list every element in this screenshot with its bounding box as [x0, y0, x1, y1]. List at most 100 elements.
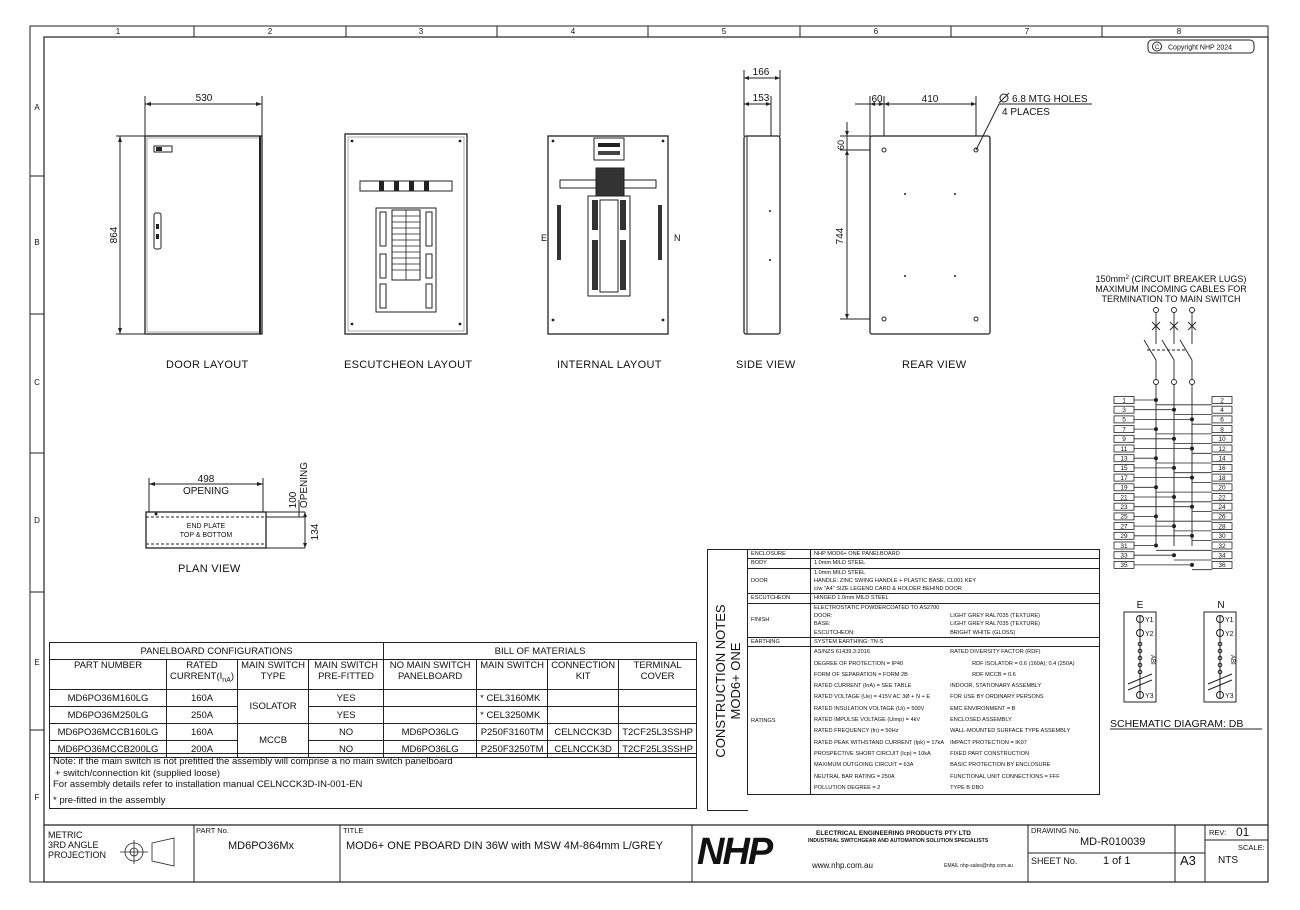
way-label-left: 21 [1120, 494, 1128, 501]
way-label-right: 18 [1218, 475, 1226, 482]
note-line-4: * pre-fitted in the assembly [53, 795, 166, 806]
scale-value: NTS [1218, 855, 1238, 866]
side-view-label: SIDE VIEW [736, 359, 796, 371]
rating-item: RDF MCCB = 0.6 [972, 671, 1016, 678]
plan-depth-dim: 100 [288, 491, 299, 508]
sheet-size: A3 [1180, 853, 1196, 868]
way-box [1211, 541, 1233, 550]
plan-view-label: PLAN VIEW [178, 563, 241, 575]
door-width-dim: 530 [196, 93, 213, 104]
way-box [1211, 463, 1233, 472]
way-label-right: 12 [1218, 446, 1226, 453]
mtg-holes-label: 6.8 MTG HOLES [1012, 94, 1088, 105]
way-box [1211, 522, 1233, 530]
rating-item: POLLUTION DEGREE = 2 [814, 784, 881, 791]
company-name: ELECTRICAL ENGINEERING PRODUCTS PTY LTD [816, 830, 971, 837]
rating-item: RATED VOLTAGE (Ue) = 415V AC 3Ø + N + E [814, 694, 931, 701]
way-box [1211, 483, 1233, 492]
cable-note-line-2: MAXIMUM INCOMING CABLES FOR [1095, 284, 1247, 294]
way-label-left: 15 [1120, 465, 1128, 472]
inner-border [43, 36, 1269, 883]
panelboard-config-table: PANELBOARD CONFIGURATIONS BILL OF MATERI… [48, 642, 697, 758]
way-label-right: 2 [1220, 397, 1224, 404]
rating-item: NEUTRAL BAR RATING = 250A [814, 773, 895, 780]
bom-group-header: BILL OF MATERIALS [383, 642, 697, 660]
way-label-right: 36 [1218, 562, 1226, 569]
plan-depth-opening-label: OPENING [299, 462, 310, 508]
rating-item: MAXIMUM OUTGOING CIRCUIT = 63A [814, 762, 914, 769]
note-line-1: Note: if the main switch is not prefitte… [53, 756, 453, 767]
way-box [1211, 531, 1233, 540]
notes-box [49, 753, 697, 809]
row-label-a: A [34, 103, 40, 112]
way-box [1211, 425, 1233, 434]
row-label-d: D [34, 516, 40, 525]
col-label-4: 4 [571, 27, 576, 36]
cable-note-line-3: TERMINATION TO MAIN SWITCH [1102, 294, 1241, 304]
rating-item: EMC ENVIRONMENT = B [950, 705, 1016, 712]
way-label-left: 31 [1120, 543, 1128, 550]
way-box [1211, 444, 1233, 453]
diameter-symbol-icon [999, 93, 1009, 103]
drawing-no-value: MD-R010039 [1080, 836, 1146, 848]
company-tagline: INDUSTRIAL SWITCHGEAR AND AUTOMATION SOL… [808, 838, 989, 844]
col-label-7: 7 [1025, 27, 1030, 36]
col-label-2: 2 [268, 27, 273, 36]
title-label: TITLE [343, 826, 364, 835]
note-line-3: For assembly details refer to installati… [53, 779, 363, 790]
rear-top-dim: 60 [836, 140, 846, 150]
note-line-2: + switch/connection kit (supplied loose) [55, 768, 221, 779]
construction-title-box: CONSTRUCTION NOTES MOD6+ ONE [707, 549, 748, 811]
column-grid [30, 26, 1103, 731]
way-label-right: 20 [1218, 485, 1226, 492]
side-outer-dim: 166 [753, 67, 770, 78]
rating-item: BASIC PROTECTION BY ENCLOSURE [950, 762, 1051, 769]
ratings-right: RATED DIVERSITY FACTOR (RDF)RDF ISOLATOR… [947, 646, 1101, 796]
rating-item: FIXED PART CONSTRUCTION [950, 750, 1030, 757]
way-box [1211, 405, 1233, 414]
copyright-text: Copyright NHP 2024 [1168, 45, 1232, 52]
way-label-right: 34 [1218, 553, 1226, 560]
way-box [1211, 493, 1233, 501]
way-label-left: 29 [1120, 533, 1128, 540]
website-link[interactable]: www.nhp.com.au [812, 861, 873, 870]
copyright-symbol-icon [1152, 41, 1162, 52]
way-box [1211, 551, 1233, 560]
col-label-1: 1 [116, 27, 121, 36]
way-label-right: 26 [1218, 514, 1226, 521]
plan-width-dim: 498 [198, 474, 215, 485]
internal-earth-label: E [541, 233, 547, 243]
svg-text:ABI: ABI [1229, 655, 1235, 665]
rating-item: RATED INSULATION VOLTAGE (Ui) = 500V [814, 705, 925, 712]
door-height-dim: 864 [109, 226, 120, 243]
way-box [1211, 434, 1233, 443]
email-link[interactable]: EMAIL nhp-sales@nhp.com.au [944, 863, 1014, 869]
col-header: PART NUMBER [48, 659, 168, 690]
way-box [1211, 415, 1233, 424]
title-block-frame [44, 824, 1268, 882]
svg-text:C: C [1155, 45, 1160, 51]
way-label-left: 19 [1120, 485, 1128, 492]
col-label-6: 6 [874, 27, 879, 36]
way-label-left: 11 [1121, 446, 1128, 453]
internal-layout-view: E N [541, 135, 681, 335]
svg-text:Y3: Y3 [1145, 693, 1154, 700]
plan-opening-label: OPENING [183, 486, 229, 497]
door-handle-icon [153, 212, 162, 250]
col-header: MAIN SWITCH [476, 659, 549, 690]
rating-item: RDF ISOLATOR = 0.6 (160A); 0.4 (250A) [972, 660, 1075, 667]
drawing-no-label: DRAWING No. [1031, 826, 1081, 835]
way-lines [1113, 396, 1233, 571]
way-box [1211, 454, 1233, 463]
way-label-left: 7 [1122, 426, 1126, 433]
way-label-right: 22 [1218, 494, 1226, 501]
way-box [1211, 502, 1233, 511]
escutcheon-layout-view [344, 133, 468, 335]
config-group-header: PANELBOARD CONFIGURATIONS [48, 642, 385, 660]
sheet-value: 1 of 1 [1103, 855, 1131, 867]
